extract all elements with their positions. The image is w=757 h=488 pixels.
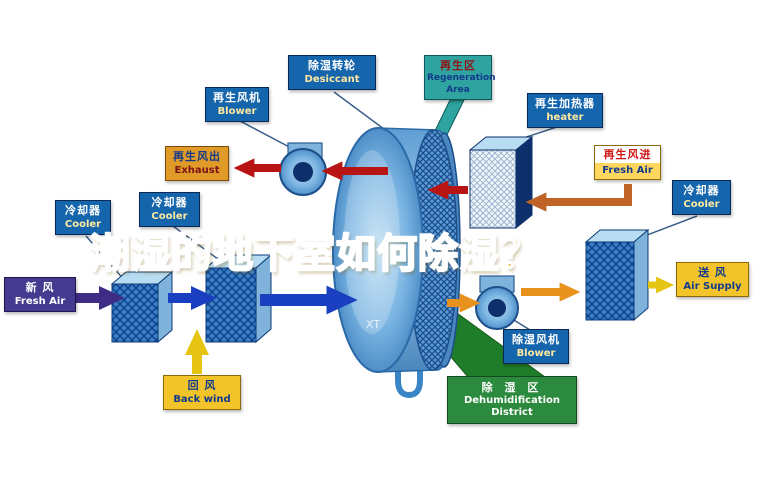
label-regen-fresh-air-en: Fresh Air [595,163,660,180]
cooler-unit-left [110,270,174,344]
label-cooler-left-zh: 冷却器 [65,204,101,217]
cooler-left-side-face [157,270,173,344]
heater-front-face [469,149,517,229]
wheel-watermark: XT [366,318,380,331]
cooler-right-front-face [585,241,635,321]
label-desiccant-zh: 除湿转轮 [308,59,356,72]
label-desiccant: 除湿转轮 Desiccant [288,55,376,91]
label-dehumid-district: 除 湿 区 Dehumidification District [447,376,577,425]
heater-unit [468,135,534,230]
label-air-supply-en: Air Supply [683,281,742,293]
page-title: 潮湿的地下室如何除湿？ [89,230,541,278]
connector-line-desiccant [333,91,389,133]
label-regen-fresh-air-zh: 再生风进 [595,146,660,164]
label-back-wind-en: Back wind [173,394,231,406]
label-air-supply-zh: 送 风 [698,266,727,279]
regen-blower-fan [279,142,327,196]
label-fresh-air-in-zh: 新 风 [25,281,55,294]
cooler-middle-front-face [205,267,257,343]
label-dehumid-district-zh: 除 湿 区 [481,381,543,394]
label-regen-heater-zh: 再生加热器 [535,97,595,110]
label-fresh-air-in-en: Fresh Air [14,296,66,308]
label-back-wind: 回 风 Back wind [163,375,241,411]
label-exhaust-en: Exhaust [174,165,220,177]
label-regen-blower-zh: 再生风机 [213,91,261,104]
label-regen-fresh-air: 再生风进 Fresh Air [594,145,661,181]
cooler-left-front-face [111,283,159,343]
cooler-right-side-face [633,228,649,322]
label-regen-heater-en: heater [546,112,584,124]
label-cooler-middle: 冷却器 Cooler [139,192,200,228]
label-cooler-middle-zh: 冷却器 [151,196,188,209]
label-cooler-right-en: Cooler [683,199,720,211]
arrow-fresh-air-to-heater [525,184,632,212]
label-exhaust-zh: 再生风出 [173,150,221,163]
label-cooler-right: 冷却器 Cooler [672,180,731,216]
label-regen-blower-en: Blower [217,106,257,118]
dehumid-blower-fan [475,275,519,330]
label-regen-heater: 再生加热器 heater [527,93,603,129]
label-air-supply: 送 风 Air Supply [676,262,749,298]
label-dehumid-blower-zh: 除湿风机 [512,333,560,346]
regen-blower-hub [293,162,313,182]
heater-side-face [515,135,533,230]
label-dehumid-blower-en: Blower [516,348,556,360]
label-cooler-left: 冷却器 Cooler [55,200,111,236]
label-cooler-right-zh: 冷却器 [683,184,720,197]
label-cooler-middle-en: Cooler [151,211,188,223]
label-regeneration-area: 再生区 Regeneration Area [424,55,496,100]
label-dehumid-district-en1: Dehumidification [463,395,561,407]
label-regen-blower: 再生风机 Blower [205,87,269,123]
connector-line-cooler-left [85,235,127,283]
belt-loop [395,360,423,399]
label-fresh-air-in: 新 风 Fresh Air [4,277,76,313]
dehumid-blower-hub [488,299,506,317]
label-desiccant-en: Desiccant [304,74,360,86]
label-cooler-left-en: Cooler [64,219,102,231]
wheel-highlight [344,150,400,334]
cooler-unit-right [584,228,650,322]
label-dehumid-blower: 除湿风机 Blower [503,329,569,365]
connector-lines [85,91,698,331]
label-back-wind-zh: 回 风 [187,379,217,392]
label-regeneration-area-zh: 再生区 [440,59,476,72]
airflow-arrows [74,158,675,374]
connector-line-regen-blower [239,120,296,151]
label-exhaust: 再生风出 Exhaust [165,146,229,182]
label-dehumid-district-en2: District [491,407,533,419]
label-regeneration-area-en: Regeneration Area [427,73,496,95]
